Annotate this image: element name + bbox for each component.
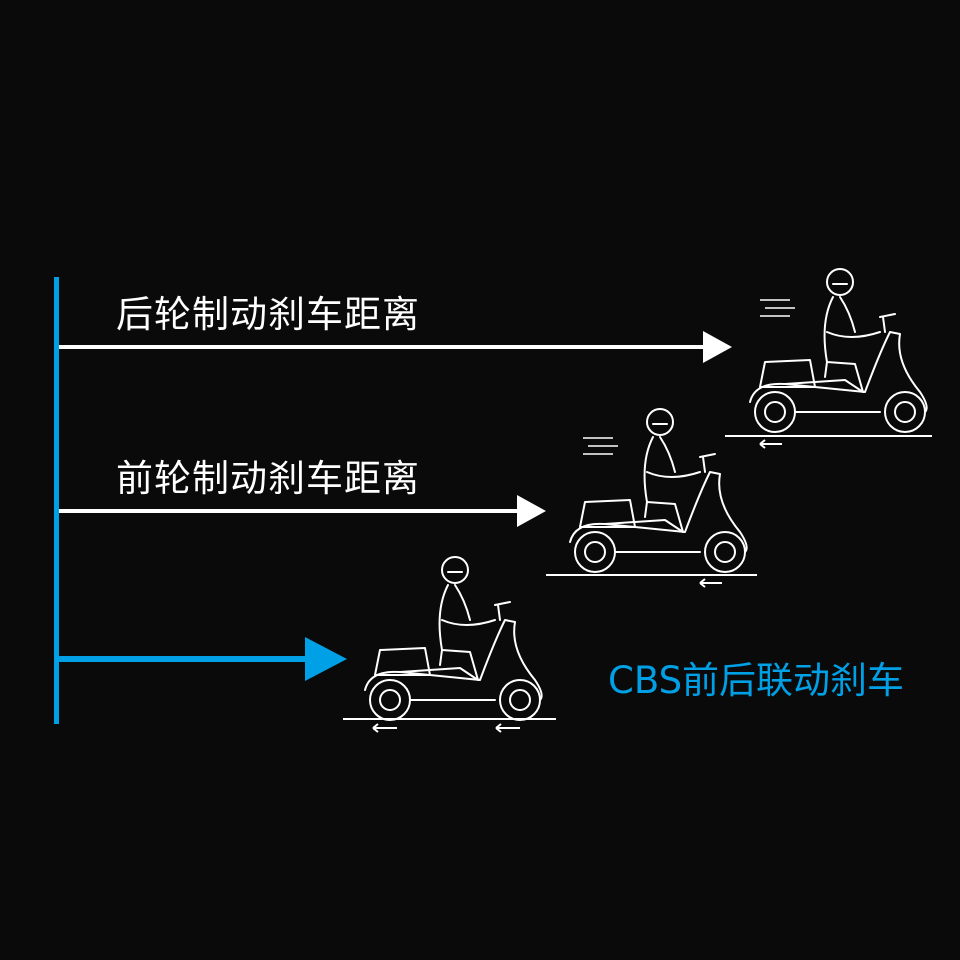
motion-lines-icon <box>759 299 796 317</box>
rear-brake-arrow <box>59 331 732 363</box>
direction-arrow-icon <box>495 723 520 733</box>
cbs-label: CBS前后联动刹车 <box>608 659 905 702</box>
scooter-rider-front-brake-icon <box>546 408 757 588</box>
scooter-rider-cbs-icon <box>343 556 556 733</box>
direction-arrow-icon <box>759 439 782 449</box>
direction-arrow-icon <box>372 723 397 733</box>
scooter-rider-rear-brake-icon <box>725 268 932 449</box>
baseline-start-line <box>54 277 59 724</box>
cbs-arrow <box>59 637 347 681</box>
front-brake-label: 前轮制动刹车距离 <box>116 457 420 500</box>
direction-arrow-icon <box>699 578 722 588</box>
front-brake-arrow <box>59 495 546 527</box>
motion-lines-icon <box>582 437 619 455</box>
rear-brake-label: 后轮制动刹车距离 <box>116 293 420 336</box>
